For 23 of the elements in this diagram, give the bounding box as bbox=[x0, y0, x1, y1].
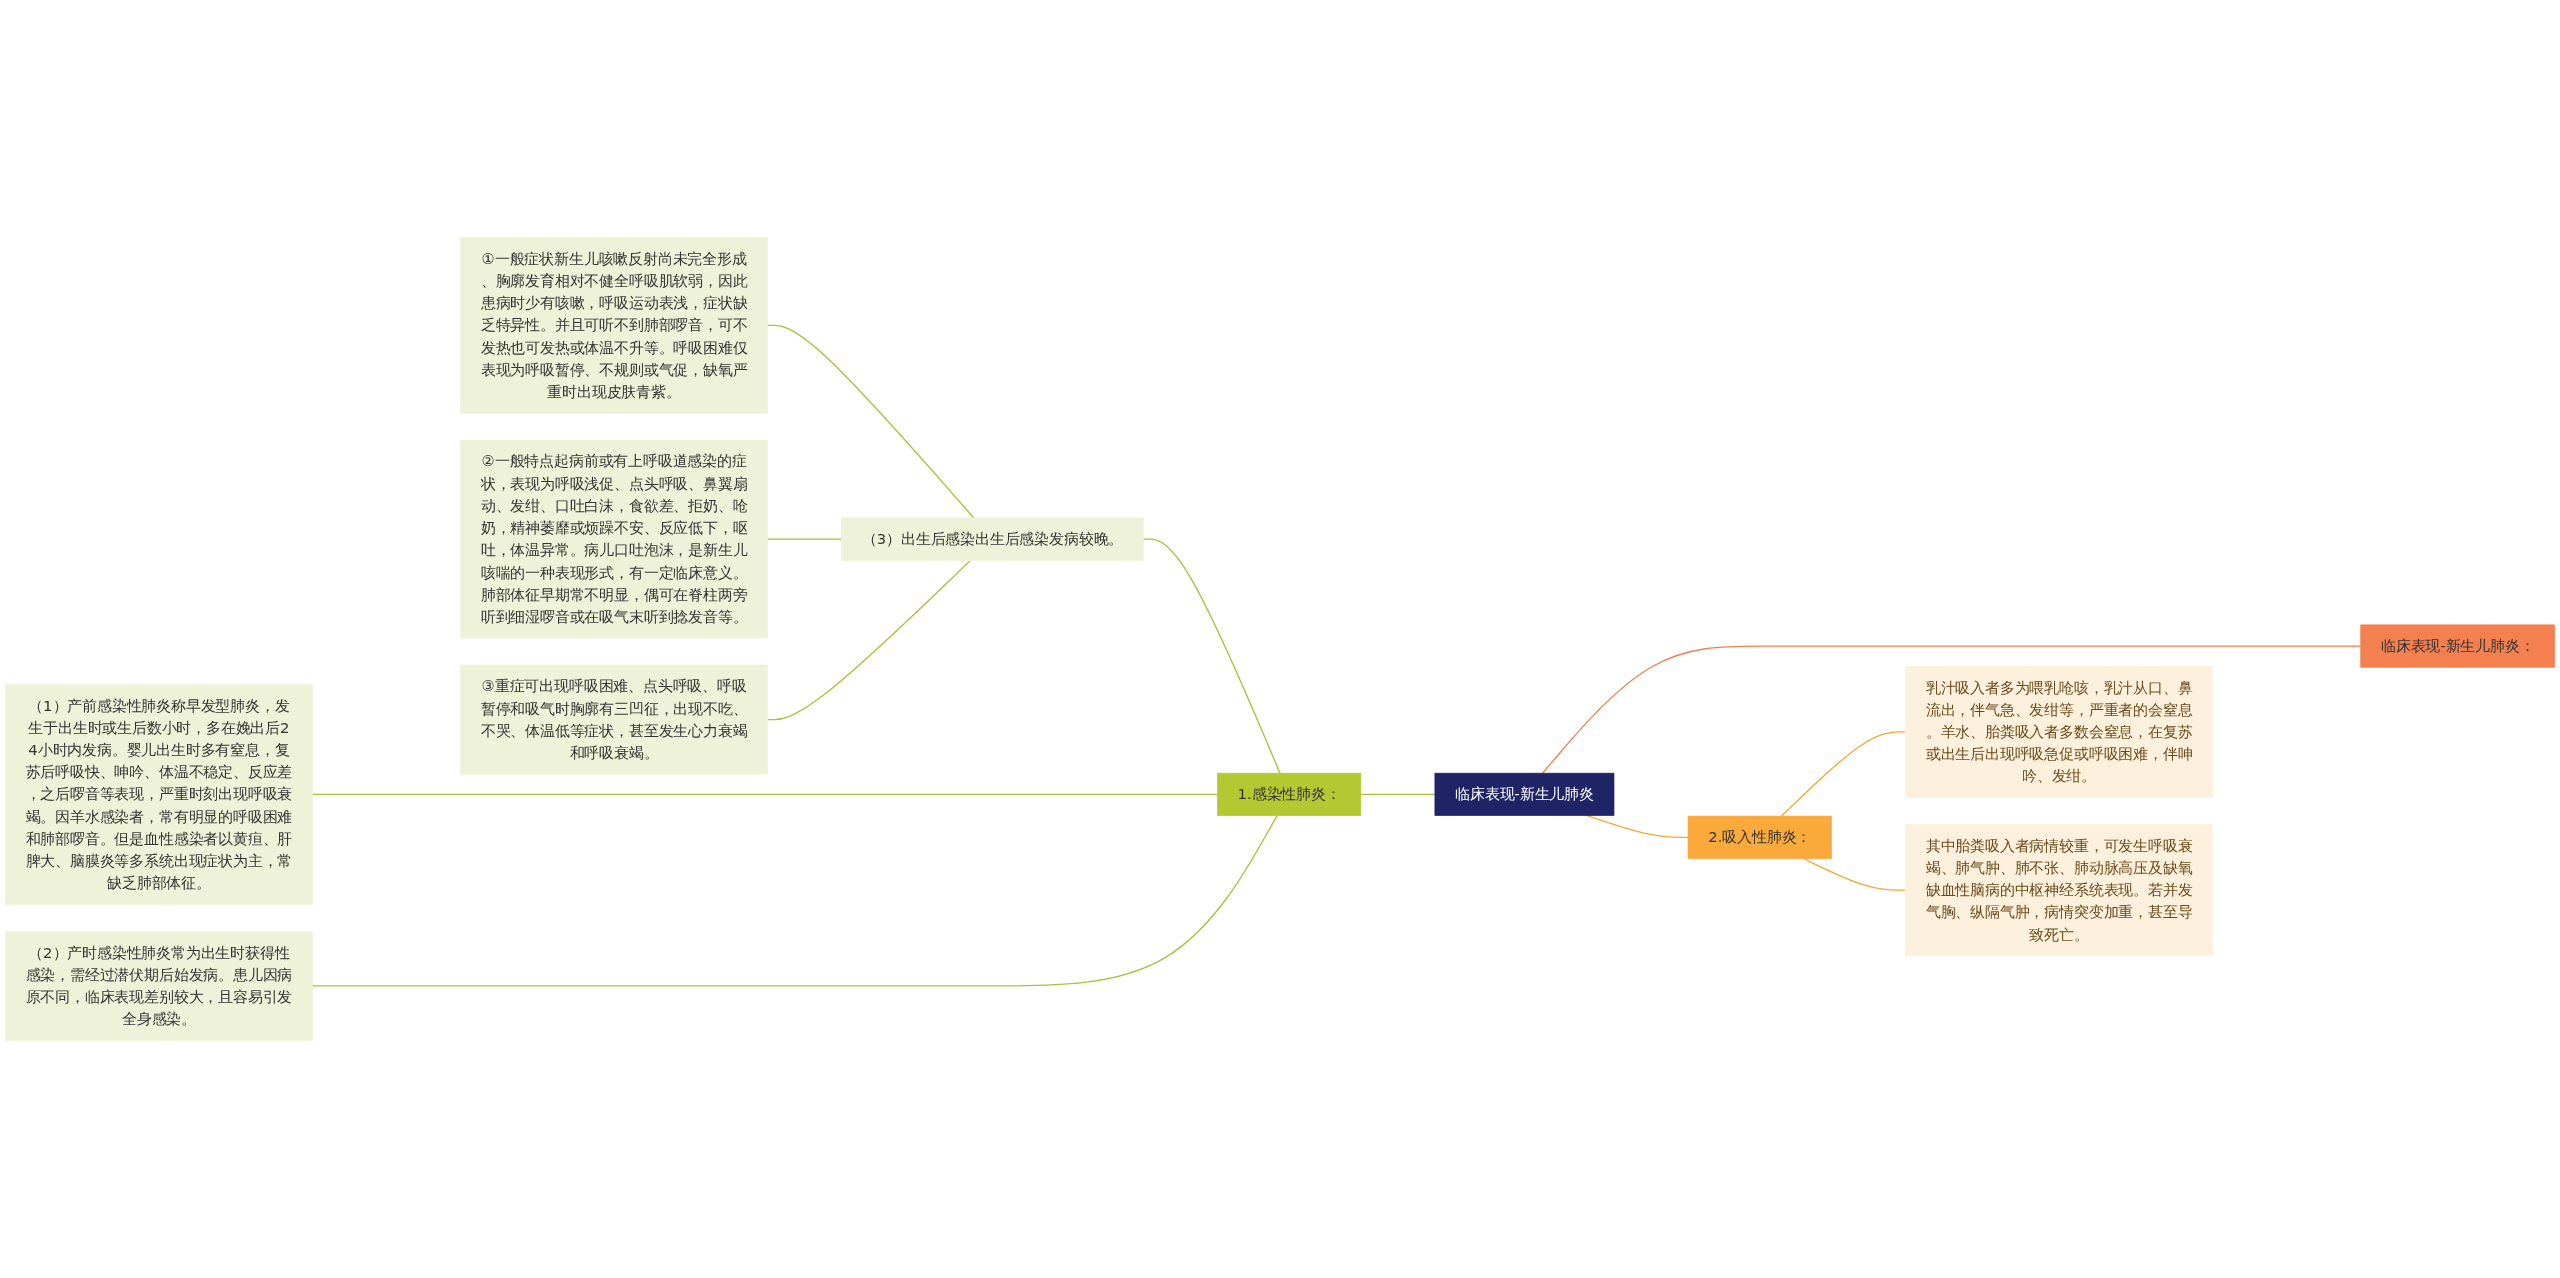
node-box: 1.感染性肺炎： bbox=[1217, 772, 1362, 816]
connector bbox=[1802, 857, 1907, 891]
connector bbox=[1541, 645, 2362, 774]
node-box: 临床表现-新生儿肺炎 bbox=[1434, 772, 1615, 816]
node-box: （2）产时感染性肺炎常为出生时获得性感染，需经过潜伏期后始发病。患儿因病原不同，临床表现差别较大，且容易引发全身感染。 bbox=[5, 931, 313, 1041]
connector bbox=[311, 793, 1219, 796]
node-box: （1）产前感染性肺炎称早发型肺炎，发生于出生时或生后数小时，多在娩出后24小时内发病。婴儿出生时多有窒息，复苏后呼吸快、呻吟、体温不稳定、反应差，之后啰音等表现，严重时刻出现呼吸衰竭。因羊水感染者，常有明显的呼吸困难和肺部啰音。但是血性感染者以黄疸、肝脾大、脑膜炎等多系统出现症状为主，常缺乏肺部体征。 bbox=[5, 683, 313, 905]
node-box: 乳汁吸入者多为喂乳呛咳，乳汁从口、鼻流出，伴气急、发绀等，严重者的会窒息。羊水、胎粪吸入者多数会窒息，在复苏或出生后出现呼吸急促或呼吸困难，伴呻吟、发绀。 bbox=[1905, 665, 2213, 798]
node-box: （3）出生后感染出生后感染发病较晚。 bbox=[841, 517, 1144, 561]
connector bbox=[1780, 731, 1907, 817]
connector bbox=[766, 538, 843, 540]
connector bbox=[1360, 793, 1436, 796]
node-box: ③重症可出现呼吸困难、点头呼吸、呼吸暂停和吸气时胸廓有三凹征，出现不吃、不哭、体温低等症状，甚至发生心力衰竭和呼吸衰竭。 bbox=[460, 664, 768, 775]
node-box: 其中胎粪吸入者病情较重，可发生呼吸衰竭、肺气肿、肺不张、肺动脉高压及缺氧缺血性脑病的中枢神经系统表现。若并发气胸、纵隔气肿，病情突变加重，甚至导致死亡。 bbox=[1905, 824, 2213, 957]
connector bbox=[766, 559, 972, 721]
node-box: 2.吸入性肺炎： bbox=[1687, 815, 1832, 859]
node-box: 临床表现-新生儿肺炎： bbox=[2360, 624, 2555, 668]
connector bbox=[311, 814, 1278, 987]
connector bbox=[766, 324, 975, 519]
node-box: ②一般特点起病前或有上呼吸道感染的症状，表现为呼吸浅促、点头呼吸、鼻翼扇动、发绀、口吐白沫，食欲差、拒奶、呛奶，精神萎靡或烦躁不安、反应低下，呕吐，体温异常。病儿口吐泡沫，是新生儿咳喘的一种表现形式，有一定临床意义。肺部体征早期常不明显，偶可在脊柱两旁听到细湿啰音或在吸气末听到捻发音等。 bbox=[460, 439, 768, 639]
connector bbox=[1142, 538, 1281, 774]
node-box: ①一般症状新生儿咳嗽反射尚未完全形成、胸廓发育相对不健全呼吸肌软弱，因此患病时少有咳嗽，呼吸运动表浅，症状缺乏特异性。并且可听不到肺部啰音，可不发热也可发热或体温不升等。呼吸困难仅表现为呼吸暂停、不规则或气促，缺氧严重时出现皮肤青紫。 bbox=[460, 237, 768, 414]
connector bbox=[1586, 814, 1689, 838]
